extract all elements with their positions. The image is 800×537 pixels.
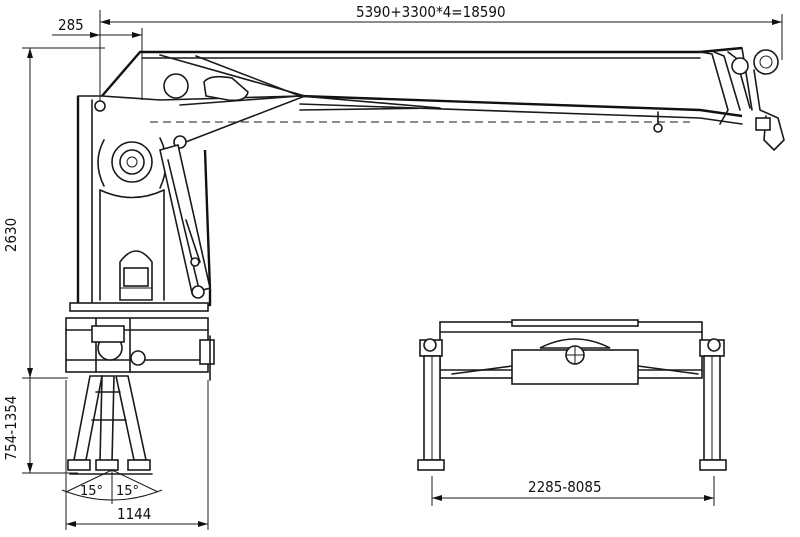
outrigger-span-dimension: [431, 476, 715, 506]
left-outrigger-legs: [67, 375, 153, 475]
front-offset-label: 285: [58, 16, 84, 34]
leg-angle-left-label: 15°: [80, 484, 103, 499]
telescopic-boom: [101, 46, 785, 151]
luffing-cylinder: [159, 144, 211, 299]
outrigger-height-label: 754-1354: [2, 396, 20, 461]
outrigger-front-view: [417, 319, 727, 471]
base-width-label: 1144: [117, 505, 151, 523]
boom-length-label: 5390+3300*4=18590: [356, 3, 506, 21]
top-dimension-lines: [52, 10, 783, 110]
height-label: 2630: [2, 218, 20, 252]
leg-angle-dimension: [61, 469, 163, 504]
base-width-dimension: [65, 380, 209, 530]
left-dimension-lines: [22, 47, 105, 474]
leg-angle-right-label: 15°: [116, 484, 139, 499]
outrigger-span-label: 2285-8085: [528, 478, 602, 496]
slewing-column: [69, 95, 212, 312]
left-base-frame: [65, 317, 215, 381]
